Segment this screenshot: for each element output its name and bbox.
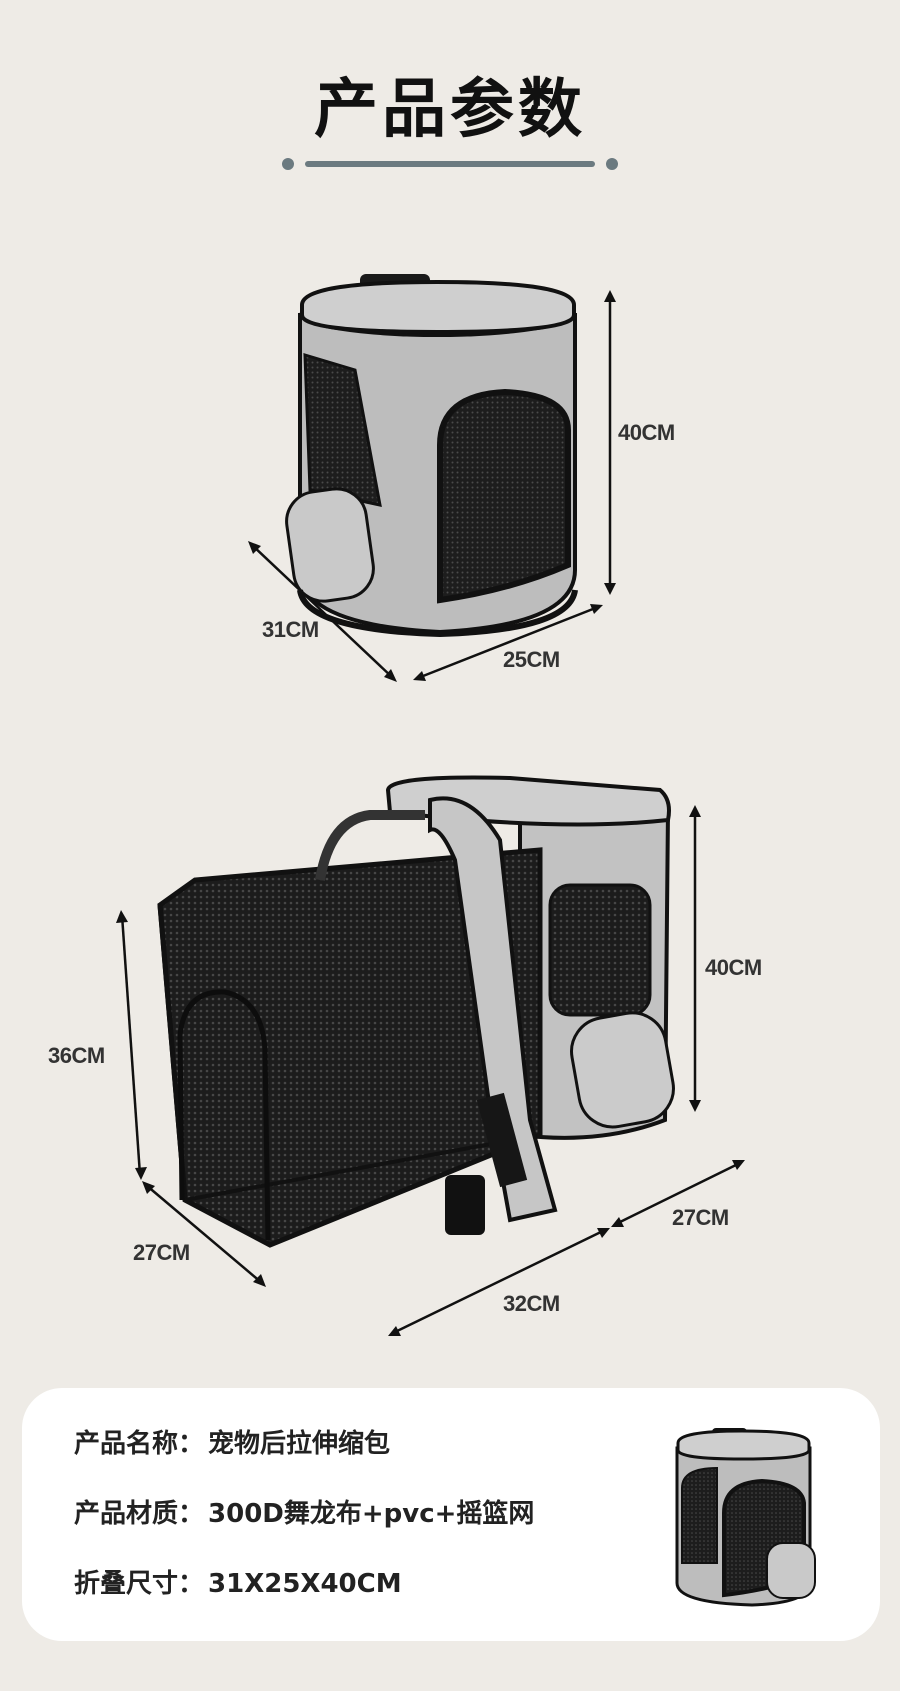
dim-ext-height-label: 36CM — [48, 1043, 105, 1068]
spec-size-label: 折叠尺寸： — [74, 1569, 205, 1599]
spec-material-label: 产品材质： — [74, 1499, 205, 1529]
carrier-thumbnail — [675, 1428, 816, 1607]
spec-name-value: 宠物后拉伸缩包 — [208, 1429, 391, 1459]
spec-name-label: 产品名称： — [74, 1429, 205, 1459]
dim-width-label: 25CM — [503, 647, 560, 672]
carrier-folded-illustration — [248, 274, 616, 682]
dim-ext-depth-label: 27CM — [133, 1240, 190, 1265]
page-title: 产品参数 — [314, 73, 586, 147]
dim-depth-label: 31CM — [262, 617, 319, 642]
spec-card: 产品名称：宠物后拉伸缩包 产品材质：300D舞龙布+pvc+摇篮网 折叠尺寸：3… — [22, 1388, 880, 1641]
dim-main-depth-label: 27CM — [672, 1205, 729, 1230]
dim-length-label: 32CM — [503, 1291, 560, 1316]
title-divider — [282, 158, 618, 170]
spec-row-size: 折叠尺寸：31X25X40CM — [74, 1563, 402, 1600]
spec-row-material: 产品材质：300D舞龙布+pvc+摇篮网 — [74, 1493, 534, 1530]
dim-height-label: 40CM — [618, 420, 675, 445]
carrier-extended-illustration — [116, 775, 745, 1336]
dim-main-height-label: 40CM — [705, 955, 762, 980]
spec-size-value: 31X25X40CM — [208, 1569, 402, 1599]
spec-material-value: 300D舞龙布+pvc+摇篮网 — [208, 1499, 535, 1529]
spec-row-name: 产品名称：宠物后拉伸缩包 — [74, 1423, 390, 1460]
